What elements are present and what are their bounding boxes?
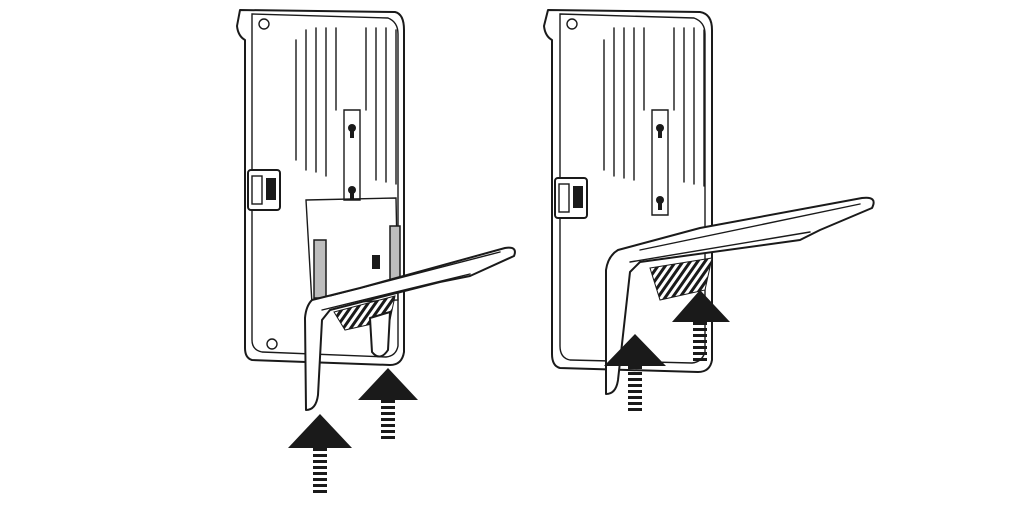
keyhole-icon [651, 109, 669, 216]
keyhole-icon [343, 109, 361, 201]
up-arrow-icon [604, 334, 666, 414]
up-arrow-icon [288, 414, 352, 495]
stand-left [304, 246, 516, 411]
up-arrow-icon [358, 368, 418, 442]
up-arrow-icon [672, 290, 730, 364]
vent-slots [295, 27, 397, 185]
vent-slots [603, 27, 705, 187]
usb-port-icon [554, 177, 588, 219]
usb-port-icon [247, 169, 281, 211]
stand-right [605, 196, 875, 395]
